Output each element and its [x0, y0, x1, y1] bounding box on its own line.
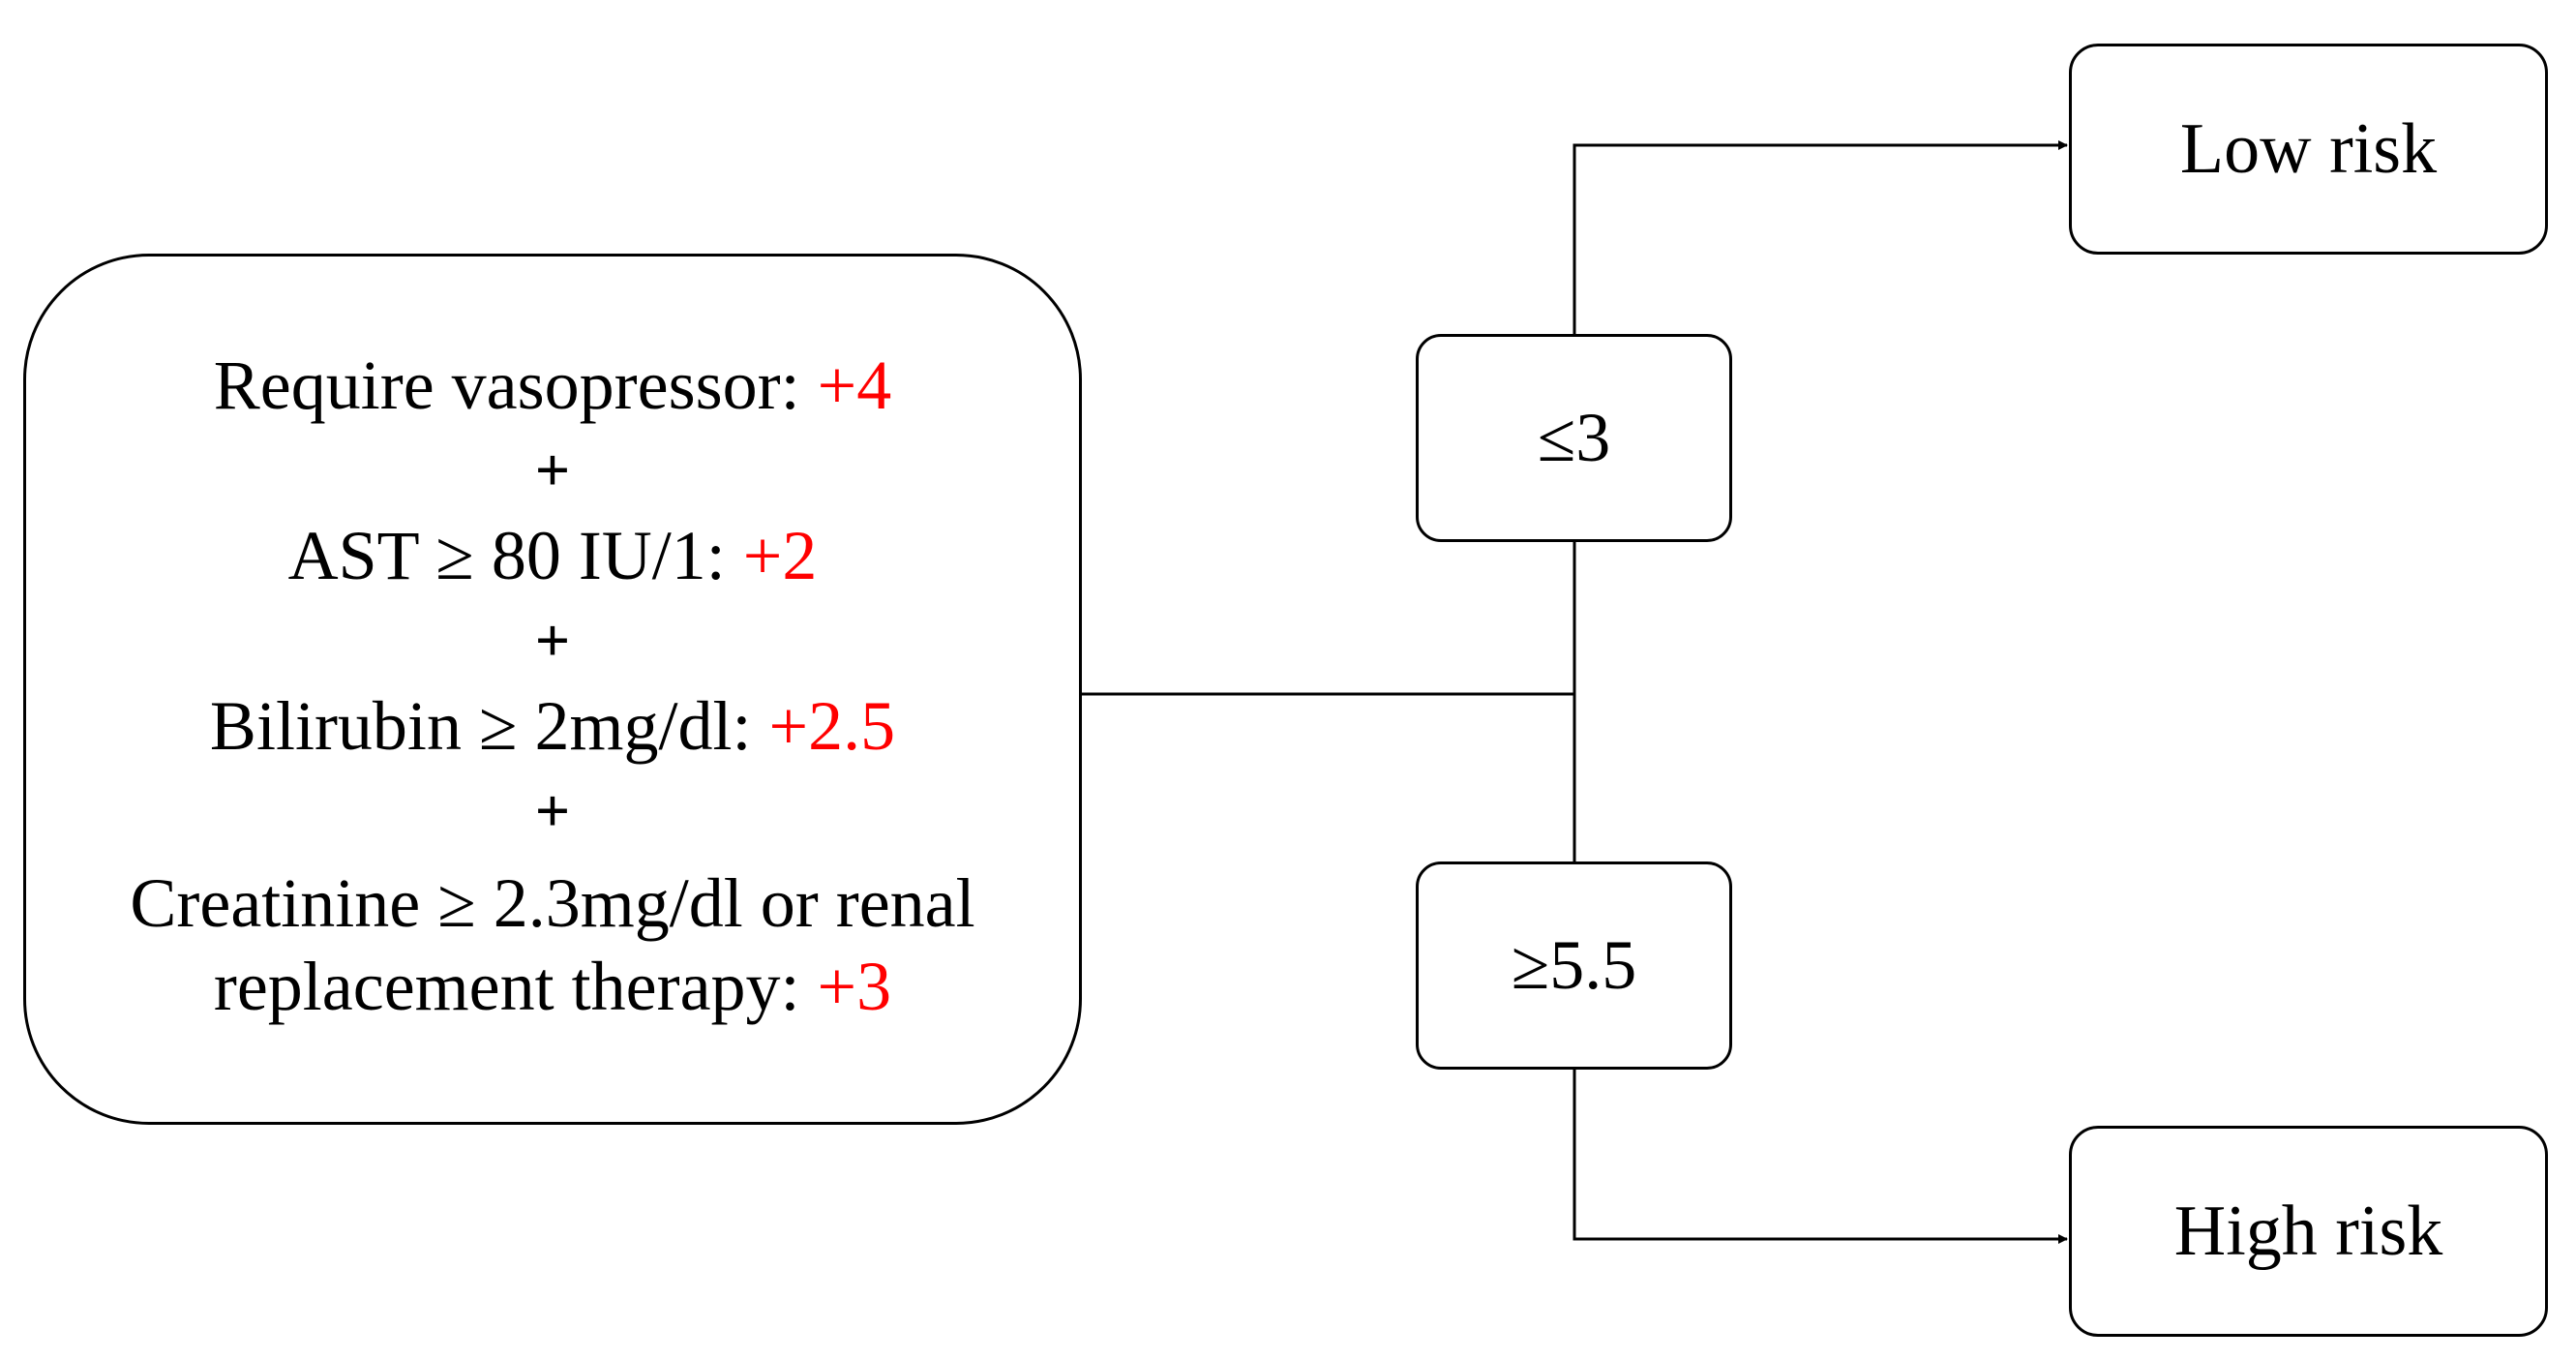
high-risk-label: High risk: [2173, 1191, 2443, 1271]
high-threshold-label: ≥5.5: [1511, 926, 1637, 1004]
low-threshold-to-outcome-arrow: [1573, 140, 2068, 334]
high-threshold-box: ≥5.5: [1416, 861, 1732, 1070]
points-bilirubin: +2.5: [768, 686, 896, 765]
points-creatinine: +3: [817, 948, 892, 1025]
plus-sign: +: [534, 605, 571, 675]
points-ast: +2: [742, 516, 818, 594]
low-risk-label: Low risk: [2179, 108, 2438, 189]
high-threshold-to-outcome-arrow: [1573, 1070, 2068, 1244]
plus-sign: +: [534, 775, 571, 845]
score-criteria-box: Require vasopressor: +4 + AST ≥ 80 IU/1:…: [23, 254, 1082, 1125]
criterion-ast: AST ≥ 80 IU/1: +2: [287, 516, 818, 594]
plus-sign: +: [534, 435, 571, 504]
criterion-creatinine: Creatinine ≥ 2.3mg/dl or renal replaceme…: [130, 863, 975, 1025]
high-risk-box: High risk: [2069, 1126, 2548, 1337]
low-risk-box: Low risk: [2069, 44, 2548, 255]
low-threshold-box: ≤3: [1416, 334, 1732, 542]
criterion-vasopressor: Require vasopressor: +4: [213, 346, 892, 424]
criterion-bilirubin: Bilirubin ≥ 2mg/dl: +2.5: [209, 686, 896, 765]
low-threshold-label: ≤3: [1537, 399, 1611, 476]
points-vasopressor: +4: [817, 346, 892, 424]
